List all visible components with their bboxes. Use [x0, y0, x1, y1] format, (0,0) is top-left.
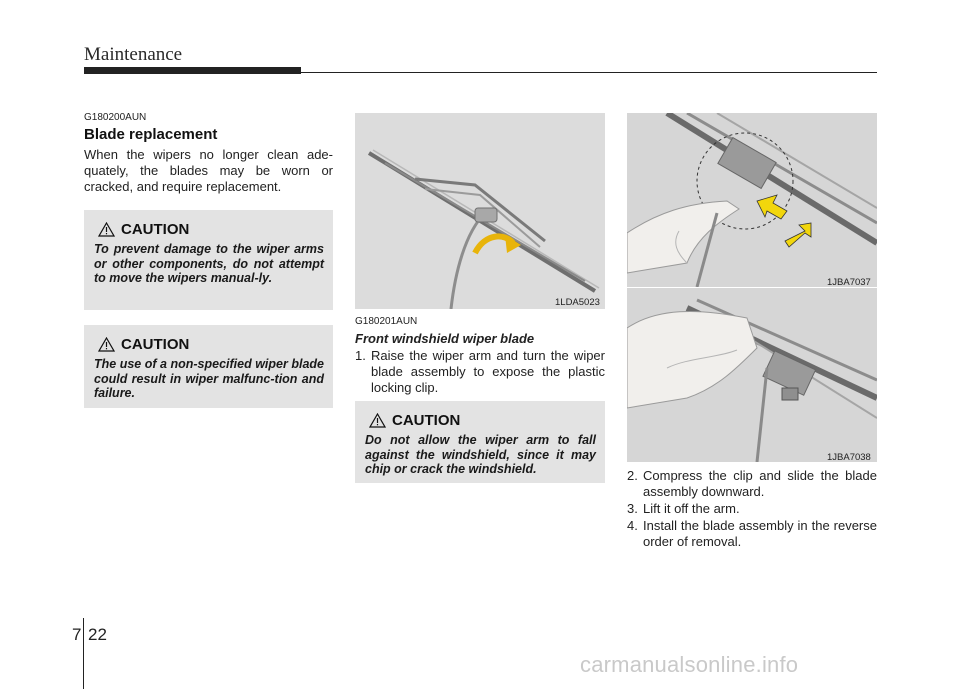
header-rule: [301, 72, 877, 73]
clip-illustration: [627, 113, 877, 287]
step-number: 1.: [355, 348, 366, 363]
section-title: Maintenance: [84, 44, 183, 65]
list-item: 4. Install the blade assembly in the rev…: [627, 518, 877, 550]
caution-title: CAUTION: [121, 220, 190, 238]
caution-title: CAUTION: [392, 411, 461, 429]
caution-text: To prevent damage to the wiper arms or o…: [94, 242, 324, 285]
list-item: 1. Raise the wiper arm and turn the wipe…: [355, 348, 605, 396]
page-number: 22: [88, 625, 107, 644]
clip-compress-figure: [627, 113, 877, 287]
subsection-heading: Front windshield wiper blade: [355, 331, 535, 346]
list-item: 3. Lift it off the arm.: [627, 501, 877, 517]
caution-title: CAUTION: [121, 335, 190, 353]
warning-triangle-icon: [98, 336, 115, 352]
step-number: 2.: [627, 468, 638, 483]
step-text: Raise the wiper arm and turn the wiper b…: [371, 348, 605, 395]
section-code: G180200AUN: [84, 112, 147, 123]
removal-illustration: [627, 288, 877, 462]
step-text: Lift it off the arm.: [643, 501, 740, 516]
list-item: 2. Compress the clip and slide the blade…: [627, 468, 877, 500]
footer-divider: [83, 618, 84, 689]
caution-box-arm: CAUTION Do not allow the wiper arm to fa…: [355, 401, 605, 483]
arrow-icon: [784, 222, 812, 248]
chapter-number: 7: [72, 625, 82, 644]
subsection-code: G180201AUN: [355, 316, 418, 327]
watermark: carmanualsonline.info: [580, 652, 799, 677]
figure-code: 1JBA7038: [827, 452, 871, 463]
warning-triangle-icon: [98, 221, 115, 237]
arrow-icon: [756, 194, 788, 220]
header-bar: [84, 67, 301, 74]
wiper-blade-illustration: [355, 113, 605, 309]
step-number: 3.: [627, 501, 638, 516]
section-heading: Blade replacement: [84, 126, 218, 143]
figure-code: 1LDA5023: [555, 297, 600, 308]
wiper-blade-figure: [355, 113, 605, 309]
caution-box-damage: CAUTION To prevent damage to the wiper a…: [84, 210, 333, 310]
intro-paragraph: When the wipers no longer clean ade-quat…: [84, 147, 333, 194]
step-text: Compress the clip and slide the blade as…: [643, 468, 877, 499]
steps-list-continued: 2. Compress the clip and slide the blade…: [627, 468, 877, 551]
caution-text: The use of a non-specified wiper blade c…: [94, 357, 324, 400]
steps-list-first: 1. Raise the wiper arm and turn the wipe…: [355, 348, 605, 397]
caution-box-blade: CAUTION The use of a non-specified wiper…: [84, 325, 333, 408]
caution-text: Do not allow the wiper arm to fall again…: [365, 433, 596, 476]
blade-removal-figure: [627, 288, 877, 462]
step-number: 4.: [627, 518, 638, 533]
warning-triangle-icon: [369, 412, 386, 428]
step-text: Install the blade assembly in the revers…: [643, 518, 877, 549]
figure-code: 1JBA7037: [827, 277, 871, 288]
